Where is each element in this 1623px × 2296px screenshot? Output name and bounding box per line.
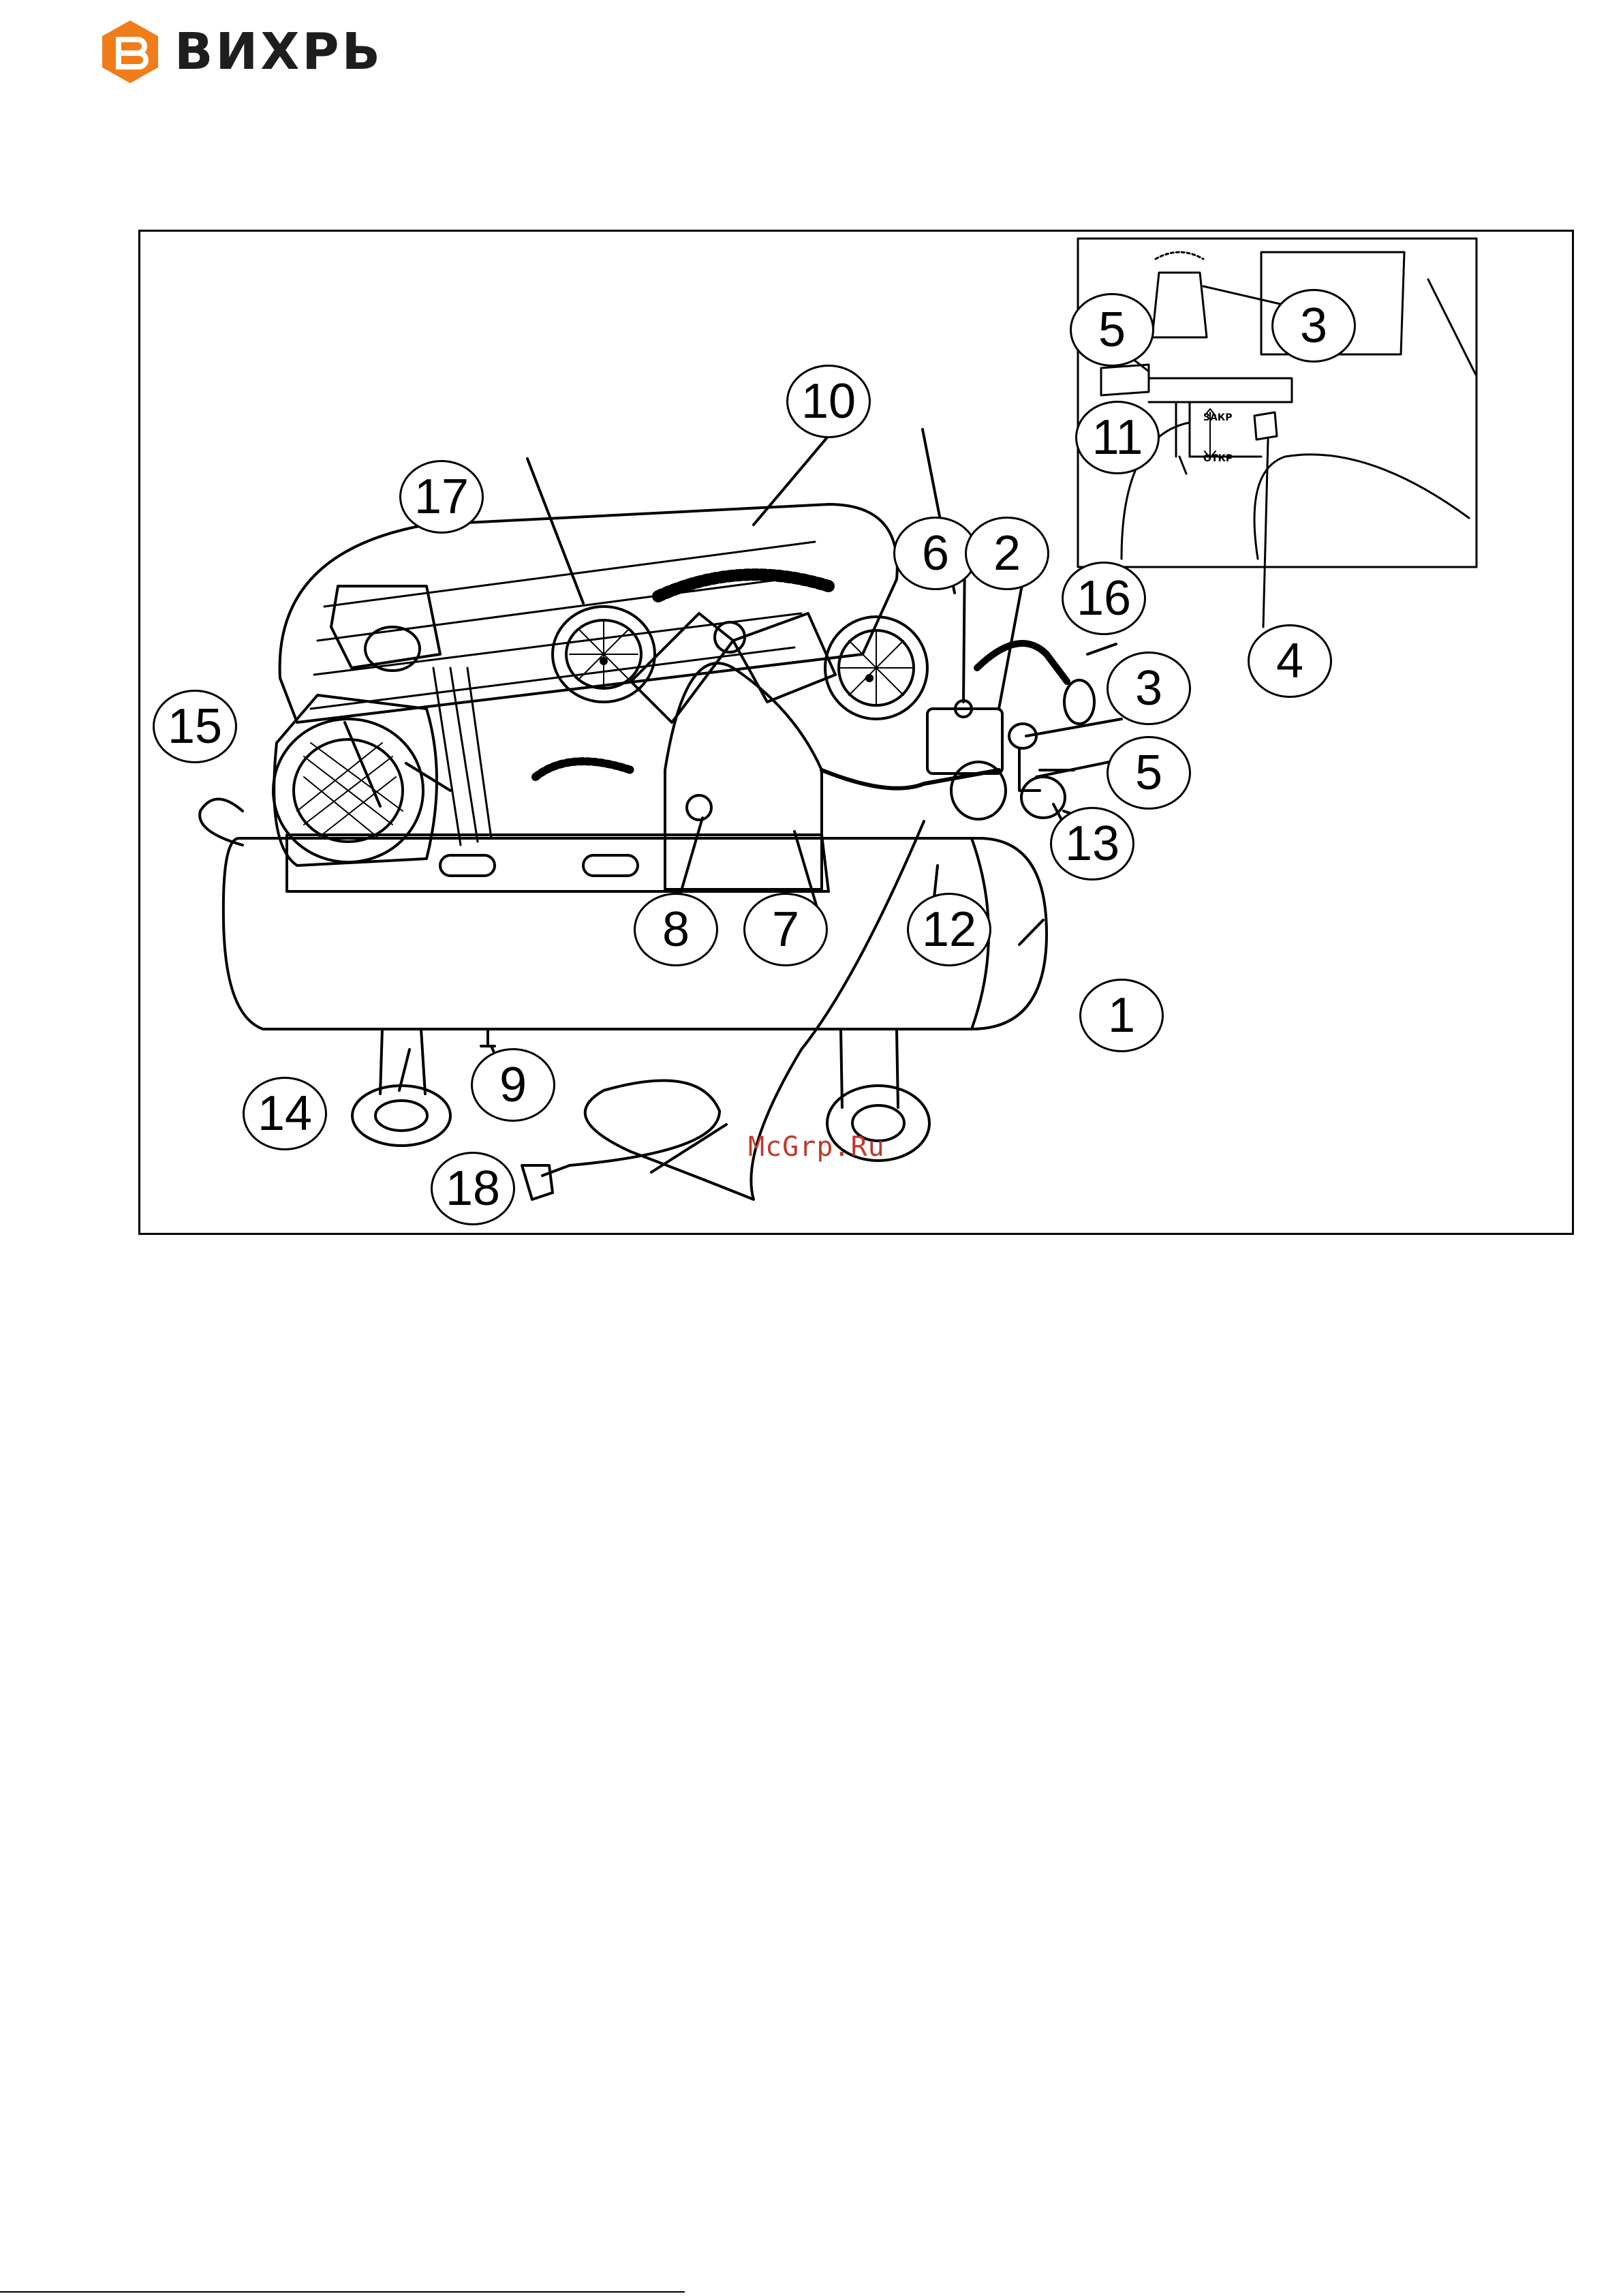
brand-logo: ВИХРЬ — [101, 19, 383, 85]
callout-17: 17 — [399, 460, 484, 534]
compressor-diagram: ЗАКР ОТКР 5 11 3 4 10 17 6 2 16 3 5 13 1… — [138, 230, 1574, 1235]
footer-rule — [0, 2291, 685, 2293]
callout-18: 18 — [431, 1152, 515, 1225]
callout-9: 9 — [471, 1048, 555, 1122]
callout-7: 7 — [743, 893, 828, 966]
callout-10: 10 — [786, 365, 871, 438]
callout-3-inset: 3 — [1271, 289, 1356, 363]
callout-1: 1 — [1079, 979, 1164, 1052]
callout-14: 14 — [243, 1077, 327, 1150]
brand-name: ВИХРЬ — [174, 27, 383, 77]
callout-11: 11 — [1075, 401, 1160, 474]
callout-16: 16 — [1062, 562, 1146, 635]
callout-5: 5 — [1107, 736, 1191, 810]
callout-3: 3 — [1107, 652, 1191, 725]
callout-8: 8 — [634, 893, 718, 966]
watermark-text: McGrp.Ru — [748, 1131, 885, 1163]
insert-open-label: ОТКР — [1203, 453, 1233, 464]
callout-2: 2 — [965, 517, 1049, 590]
callout-15: 15 — [153, 690, 237, 763]
callout-13: 13 — [1050, 807, 1134, 881]
brand-hexagon-icon — [101, 19, 159, 85]
callout-5-inset: 5 — [1070, 293, 1154, 367]
insert-closed-label: ЗАКР — [1203, 412, 1233, 423]
callout-4: 4 — [1248, 624, 1332, 698]
callout-12: 12 — [907, 893, 991, 966]
